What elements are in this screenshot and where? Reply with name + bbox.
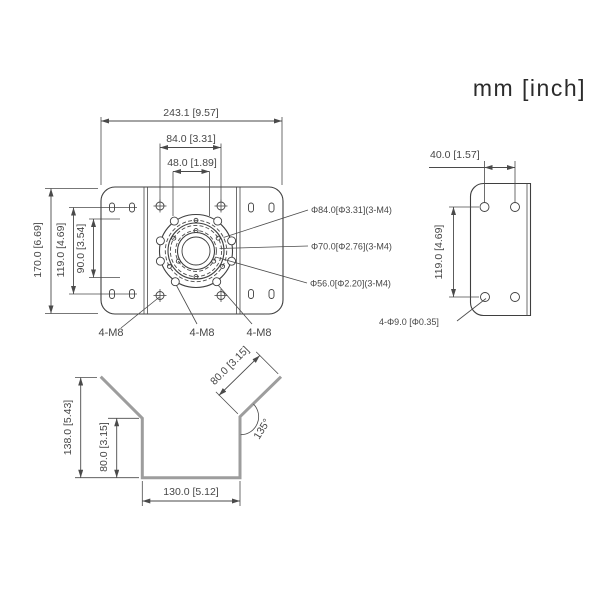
- dim-profile-height-label: 138.0 [5.43]: [62, 400, 74, 456]
- callout-circle70-label: Φ70.0[Φ2.76](3-M4): [311, 242, 392, 252]
- dim-front-bolt-span: 84.0 [3.31]: [159, 133, 222, 202]
- dim-profile-base-width-label: 130.0 [5.12]: [163, 486, 219, 498]
- dim-profile-height: 138.0 [5.43]: [62, 377, 139, 479]
- dim-front-width-label: 243.1 [9.57]: [163, 107, 219, 119]
- callout-m8-left-label: 4-M8: [98, 327, 123, 339]
- dim-profile-arm-length-label: 80.0 [3.15]: [208, 344, 252, 388]
- plate-thread-holes: [153, 199, 228, 302]
- m4-hole-dots: [166, 217, 226, 280]
- dim-side-hole-rows: 119.0 [4.69]: [433, 206, 479, 298]
- dim-front-height-label: 170.0 [6.69]: [32, 222, 44, 278]
- callout-circle56-label: Φ56.0[Φ2.20](3-M4): [310, 279, 391, 289]
- bracket-profile-outline: [99, 375, 283, 480]
- dim-front-mid-span: 90.0 [3.54]: [75, 218, 120, 278]
- dim-profile-inner-height-label: 80.0 [3.15]: [98, 422, 110, 472]
- dim-front-bolt-span-label: 84.0 [3.31]: [166, 133, 216, 145]
- m8-callouts: 4-M8 4-M8 4-M8: [98, 284, 272, 339]
- callout-circle84-label: Φ84.0[Φ3.31](3-M4): [311, 205, 392, 215]
- dim-front-width: 243.1 [9.57]: [100, 107, 283, 185]
- units-label: mm [inch]: [473, 75, 586, 101]
- dim-profile-inner-height: 80.0 [3.15]: [98, 417, 139, 478]
- callout-m8-mid-label: 4-M8: [189, 327, 214, 339]
- dim-side-hole-span: 40.0 [1.57]: [429, 149, 516, 202]
- dim-profile-arm-length: 80.0 [3.15]: [208, 344, 279, 415]
- dim-front-height: 170.0 [6.69]: [32, 188, 98, 314]
- dim-side-hole-span-label: 40.0 [1.57]: [430, 149, 480, 161]
- dim-front-inner-span-label: 48.0 [1.89]: [167, 157, 217, 169]
- side-hole-callout-label: 4-Φ9.0 [Φ0.35]: [379, 317, 439, 327]
- dim-front-slot-rows: 119.0 [4.69]: [55, 207, 137, 295]
- front-view: 243.1 [9.57] 84.0 [3.31] 48.0 [1.89] 170…: [32, 107, 392, 339]
- side-hole-callout: 4-Φ9.0 [Φ0.35]: [379, 298, 487, 327]
- callout-m8-right-label: 4-M8: [246, 327, 271, 339]
- dim-front-inner-span: 48.0 [1.89]: [167, 157, 217, 216]
- side-view: 40.0 [1.57] 119.0 [4.69] 4-Φ9.0 [Φ0.35]: [379, 149, 532, 327]
- dim-profile-base-width: 130.0 [5.12]: [141, 481, 241, 506]
- bolt-circle-callouts: Φ84.0[Φ3.31](3-M4) Φ70.0[Φ2.76](3-M4) Φ5…: [215, 205, 392, 289]
- dim-side-hole-rows-label: 119.0 [4.69]: [433, 225, 445, 280]
- profile-view: 138.0 [5.43] 80.0 [3.15] 130.0 [5.12] 80…: [62, 344, 283, 506]
- side-plate-outline: [469, 182, 532, 317]
- dim-front-slot-rows-label: 119.0 [4.69]: [55, 223, 67, 278]
- bend-angle-arc: [240, 403, 260, 436]
- side-plate-holes: [479, 202, 520, 302]
- flange-bolt-holes: [155, 216, 237, 287]
- dim-front-mid-span-label: 90.0 [3.54]: [75, 224, 87, 274]
- dim-profile-bend-angle-label: 135°: [251, 417, 273, 442]
- bend-lines: [143, 187, 241, 314]
- flange-circles: [158, 213, 234, 289]
